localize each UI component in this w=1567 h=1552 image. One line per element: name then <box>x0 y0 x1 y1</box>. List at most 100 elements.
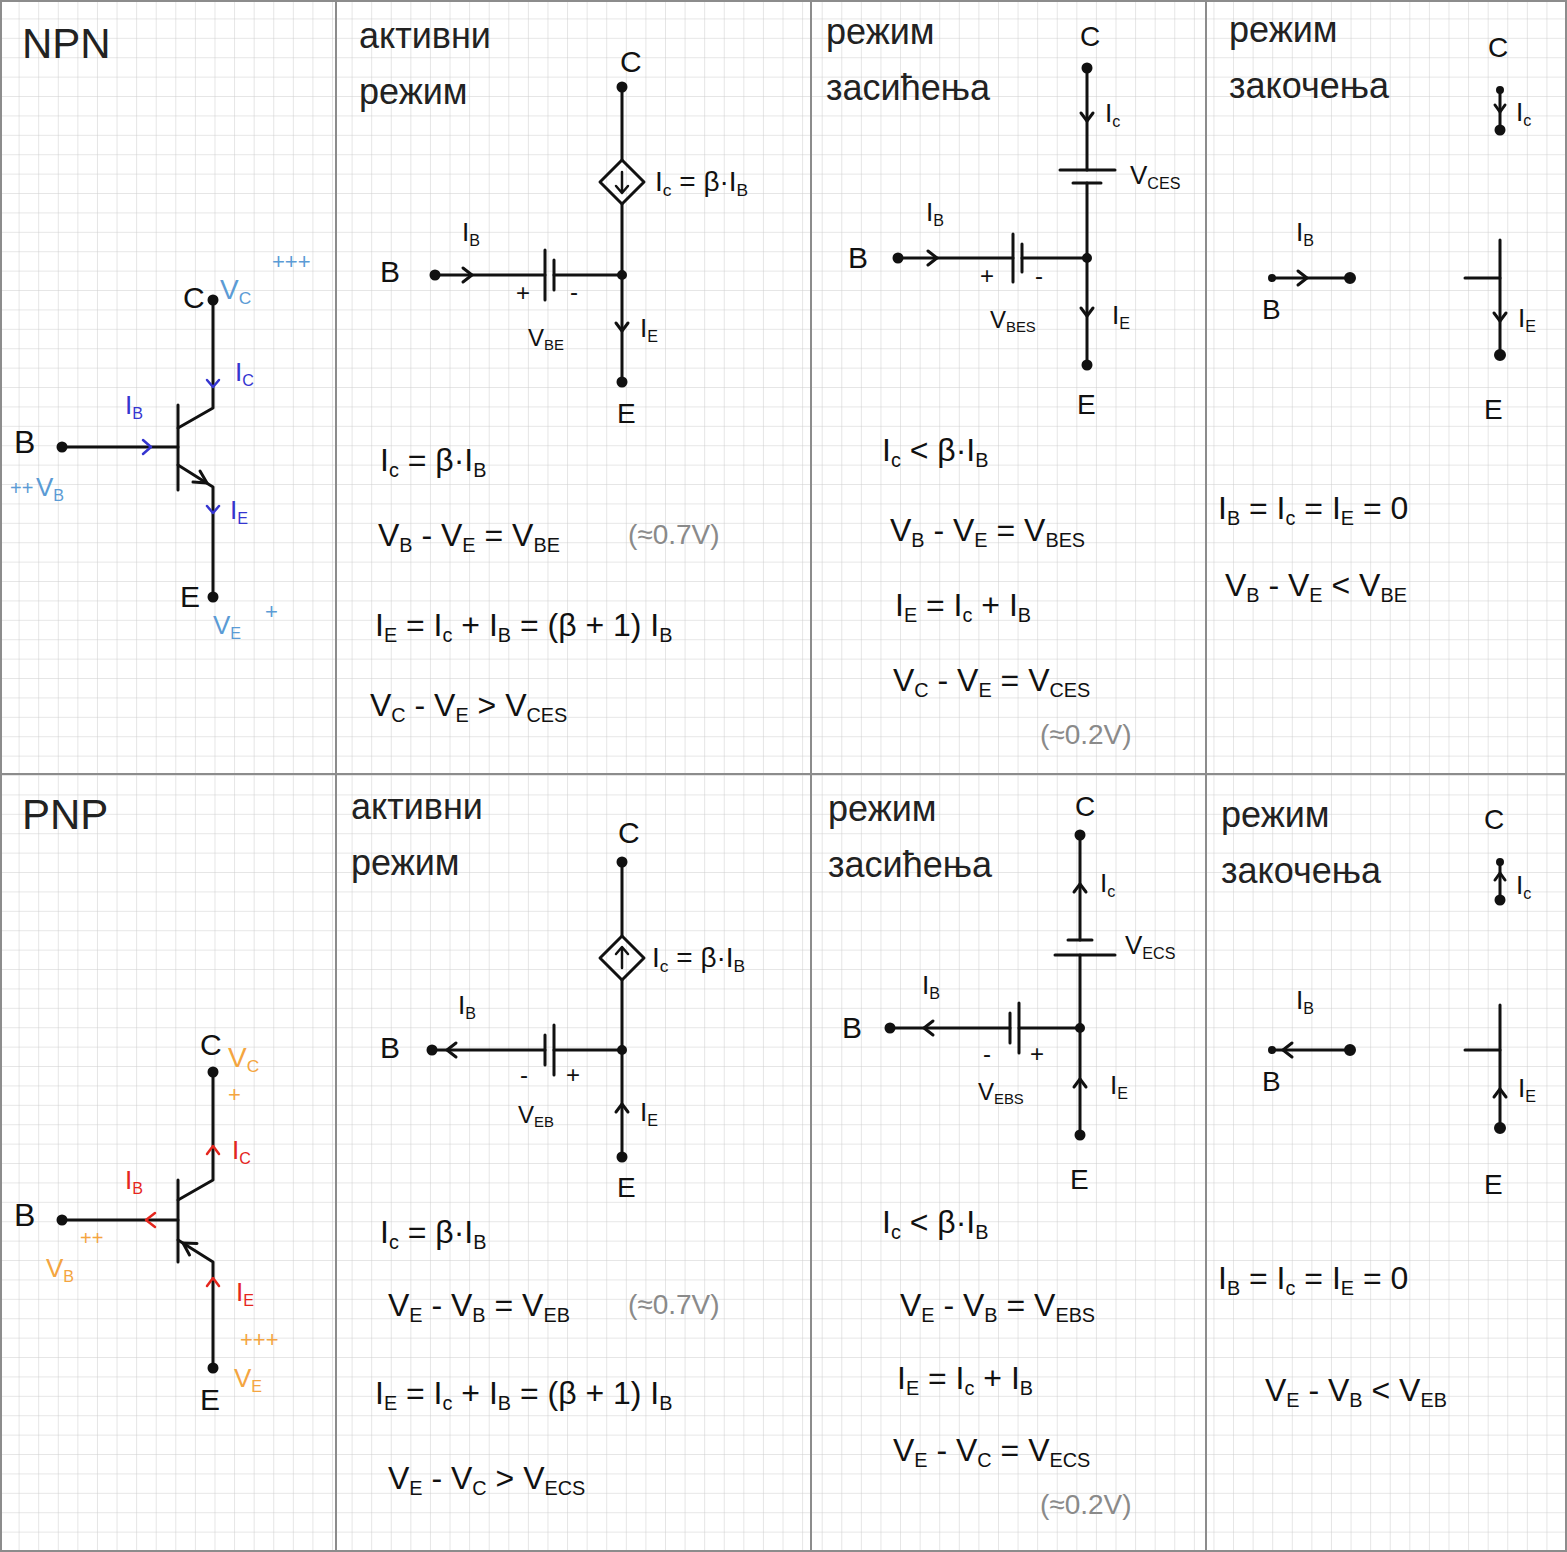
npn-symbol <box>62 446 178 449</box>
circuit-label: B <box>380 257 400 287</box>
pnp-cutoff-model <box>1270 1048 1275 1053</box>
circuit-label: B <box>1262 1068 1281 1096</box>
pnp-active-model <box>554 1049 622 1052</box>
pnp-active-model <box>621 862 624 936</box>
equation: VE - VB = VEB <box>388 1289 570 1321</box>
npn-saturation-model <box>1086 183 1089 365</box>
npn-active-model <box>600 160 644 204</box>
pnp-saturation-model <box>1074 1079 1086 1087</box>
cell-heading: PNP <box>22 775 222 843</box>
npn-active-model <box>618 378 626 386</box>
npn-cutoff-model <box>1346 274 1355 283</box>
circuit-label: C <box>183 283 205 313</box>
circuit-label: VB <box>36 474 64 500</box>
circuit-label: VB <box>46 1255 74 1281</box>
equation: Ic = β·IB <box>380 1216 486 1248</box>
pnp-cutoff-model <box>1270 860 1507 1133</box>
pnp-active-model <box>618 1153 626 1161</box>
circuit-label: C <box>1075 793 1095 821</box>
pnp-active-model <box>618 858 626 866</box>
current-arrow <box>146 1213 155 1227</box>
circuit-label: E <box>180 582 200 612</box>
equation: Ic = β·IB <box>380 444 486 476</box>
current-arrow <box>207 506 219 513</box>
circuit-label: Ic <box>1516 99 1531 125</box>
npn-saturation-model <box>898 257 1013 260</box>
circuit-label: IE <box>1518 1075 1536 1101</box>
circuit-label: E <box>617 400 636 428</box>
current-arrow <box>146 1146 219 1286</box>
circuit-label: C <box>620 47 642 77</box>
circuit-label: + <box>265 601 278 623</box>
current-arrow <box>207 1278 219 1286</box>
table-cell: PNP <box>0 773 337 1552</box>
pnp-cutoff-model <box>1498 860 1503 865</box>
npn-active-model <box>618 83 626 91</box>
equation: IE = Ic + IB <box>897 1362 1033 1394</box>
circuit-label: IE <box>640 1099 658 1125</box>
pnp-symbol <box>177 1180 180 1262</box>
circuit-label: B <box>1262 296 1281 324</box>
circuit-label: - <box>520 1063 528 1087</box>
npn-cutoff-model <box>1494 313 1506 321</box>
circuit-label: B <box>848 243 868 273</box>
pnp-active-model <box>428 1046 436 1054</box>
npn-cutoff-model <box>1270 276 1275 281</box>
pnp-symbol <box>58 1068 217 1372</box>
pnp-symbol <box>209 1068 217 1076</box>
cell-heading: режим засићења <box>828 775 1028 893</box>
current-arrow <box>207 380 219 387</box>
pnp-saturation-model <box>1076 831 1084 839</box>
npn-cutoff-model <box>1499 240 1502 355</box>
table-cell: активни режим <box>335 773 812 1552</box>
circuit-label: B <box>14 1199 35 1231</box>
equation: Ic < β·IB <box>882 434 988 466</box>
circuit-label: +++ <box>272 251 311 273</box>
pnp-symbol <box>178 1072 213 1200</box>
circuit-label: VCES <box>1130 162 1180 188</box>
circuit-label: + <box>980 264 994 288</box>
pnp-cutoff-model <box>1499 862 1502 900</box>
circuit-label: IB <box>1296 219 1314 245</box>
pnp-active-model <box>428 858 644 1161</box>
npn-active-model <box>616 172 628 193</box>
circuit-label: +++ <box>240 1329 279 1351</box>
circuit-label: C <box>1488 34 1508 62</box>
circuit-label: VEB <box>518 1103 554 1127</box>
npn-symbol <box>209 296 217 304</box>
pnp-saturation-model <box>1077 1025 1084 1032</box>
pnp-saturation-model <box>1009 1013 1012 1043</box>
npn-cutoff-model <box>1495 105 1505 112</box>
pnp-symbol <box>58 1216 66 1224</box>
npn-cutoff-model <box>1496 126 1504 134</box>
circuit-label: IE <box>1110 1072 1128 1098</box>
pnp-cutoff-model <box>1499 1005 1502 1128</box>
npn-cutoff-model <box>1270 88 1507 360</box>
npn-saturation-model <box>894 254 902 262</box>
circuit-label: IC <box>232 1137 251 1163</box>
npn-cutoff-model <box>1496 351 1505 360</box>
pnp-saturation-model <box>1076 1131 1084 1139</box>
circuit-label: Ic = β·IB <box>655 168 748 196</box>
equation: IE = Ic + IB = (β + 1) IB <box>375 1377 672 1409</box>
circuit-label: VE <box>213 612 241 638</box>
npn-saturation-model <box>1081 308 1093 316</box>
npn-saturation-model <box>1022 257 1087 260</box>
pnp-active-model <box>600 936 644 980</box>
circuit-label: (≈0.7V) <box>628 1291 720 1319</box>
circuit-label: E <box>1484 396 1503 424</box>
equation: IE = Ic + IB <box>895 589 1031 621</box>
pnp-active-model <box>447 1043 456 1057</box>
circuit-label: IB <box>1296 987 1314 1013</box>
circuit-label: ++ <box>10 478 33 498</box>
pnp-symbol <box>209 1364 217 1372</box>
equation: VB - VE = VBES <box>890 514 1085 546</box>
equation: VE - VB = VEBS <box>900 1289 1095 1321</box>
circuit-label: (≈0.2V) <box>1040 1491 1132 1519</box>
circuit-label: ++ <box>80 1228 103 1248</box>
pnp-saturation-model <box>886 1024 894 1032</box>
npn-cutoff-model <box>1498 88 1503 93</box>
pnp-saturation-model <box>890 1027 1010 1030</box>
